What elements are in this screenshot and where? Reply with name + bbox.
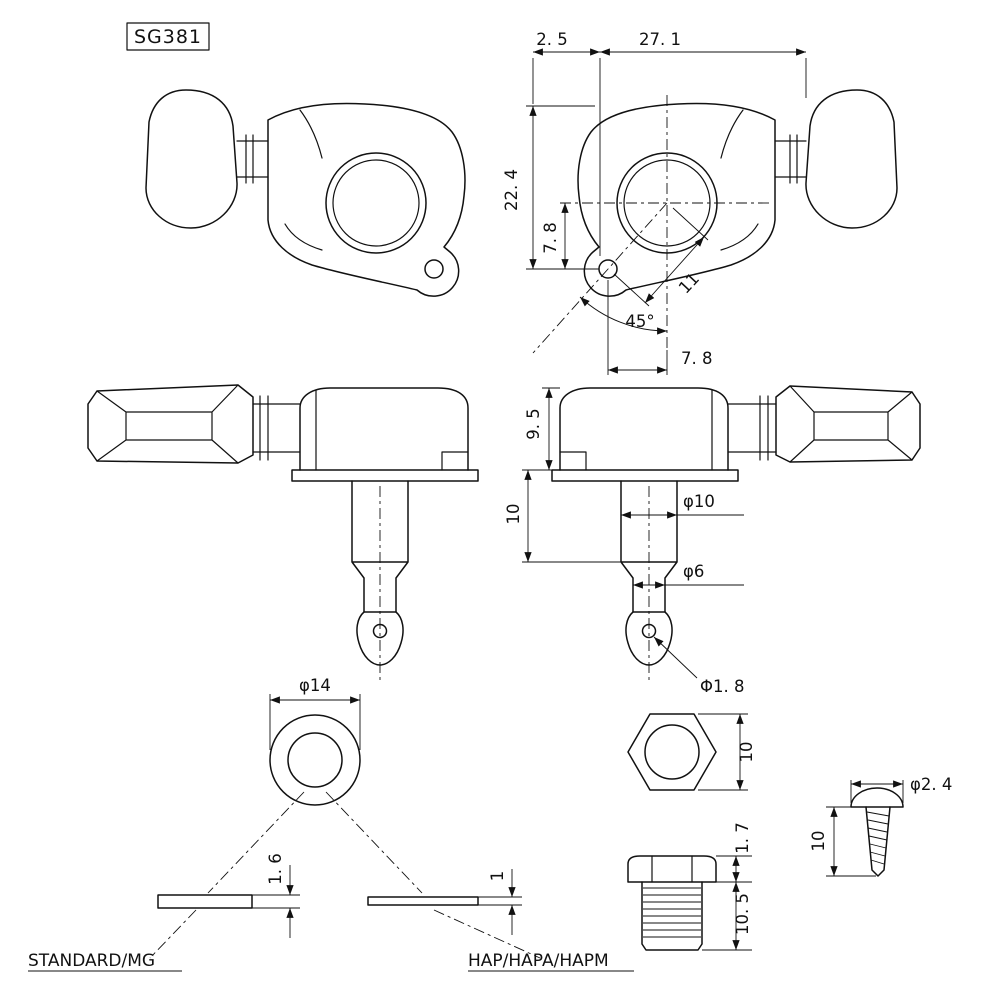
gear-cover-circle	[325, 152, 427, 254]
dim-9-5-label: 9. 5	[524, 408, 543, 440]
screw-thread-lines	[866, 811, 890, 865]
button-side-outline	[87, 384, 254, 464]
mounting-flange	[291, 469, 479, 482]
dim-1-6-label: 1. 6	[266, 853, 285, 885]
dim-phi14-label: φ14	[299, 676, 331, 695]
model-code-label: SG381	[134, 26, 202, 48]
bushing-head-outline	[627, 855, 717, 883]
standard-variant-label: STANDARD/MG	[28, 951, 155, 971]
dim-phi1-8-label: Φ1. 8	[700, 677, 744, 696]
tuner-button-outline	[145, 89, 238, 229]
thread-lines	[643, 887, 701, 938]
front-view-right	[577, 89, 898, 297]
hex-nut-view: 10	[627, 713, 756, 791]
washer-standard: 1. 6 STANDARD/MG	[28, 853, 300, 972]
dim-10-across-flats-label: 10	[737, 742, 756, 763]
dim-45-degree-label: 45°	[625, 312, 654, 331]
dim-phi10-label: φ10	[683, 492, 715, 511]
housing-side-outline	[559, 387, 729, 471]
side-view-right	[551, 385, 921, 666]
housing-outline	[267, 102, 466, 297]
dim-phi2-4-label: φ2. 4	[910, 775, 952, 794]
side-view-dimensions: 9. 5 10 φ10 φ6 Φ1. 8	[504, 387, 744, 696]
hex-nut-bore	[644, 724, 700, 780]
hap-washer-outline	[367, 896, 479, 906]
dim-22-4-label: 22. 4	[502, 169, 521, 211]
standard-washer-outline	[157, 894, 253, 909]
hap-variant-label: HAP/HAPA/HAPM	[468, 951, 609, 971]
bushing-inner-circle	[287, 732, 343, 788]
screw-head-outline	[850, 787, 904, 808]
mounting-flange	[551, 469, 739, 482]
dim-7-8-vertical-label: 7. 8	[541, 222, 560, 254]
title-block: SG381	[126, 22, 210, 51]
dim-7-8-horizontal-label: 7. 8	[681, 349, 713, 368]
dim-1-label: 1	[488, 871, 507, 882]
hex-nut-outline	[627, 713, 717, 791]
screw-view: φ2. 4 10	[809, 775, 952, 877]
bushing-thread-outline	[641, 881, 703, 951]
side-view-left	[87, 384, 479, 666]
housing-side-outline	[299, 387, 469, 471]
bushing-outer-circle	[269, 714, 361, 806]
threaded-bushing-view: 1. 7 10. 5	[627, 822, 752, 951]
dim-10-label: 10	[504, 504, 523, 525]
front-view-centerlines	[532, 95, 770, 354]
dim-1-7-label: 1. 7	[733, 822, 752, 854]
dim-2-5-label: 2. 5	[536, 30, 568, 49]
screw-hole	[424, 259, 444, 279]
front-view-dimensions: 2. 5 27. 1 22. 4 7. 8 7. 8 45° 11	[502, 30, 807, 375]
dim-10-5-label: 10. 5	[733, 893, 752, 935]
button-side-outline	[775, 385, 921, 463]
housing-outline	[577, 102, 776, 297]
dim-phi6-label: φ6	[683, 562, 704, 581]
dim-10-screw-label: 10	[809, 831, 828, 852]
washer-hap: 1 HAP/HAPA/HAPM	[367, 869, 634, 972]
bushing-view: φ14	[149, 676, 541, 959]
screw-shank-outline	[865, 806, 891, 877]
tuner-button-outline	[805, 89, 898, 229]
front-view-left	[145, 89, 466, 297]
dim-27-1-label: 27. 1	[639, 30, 681, 49]
